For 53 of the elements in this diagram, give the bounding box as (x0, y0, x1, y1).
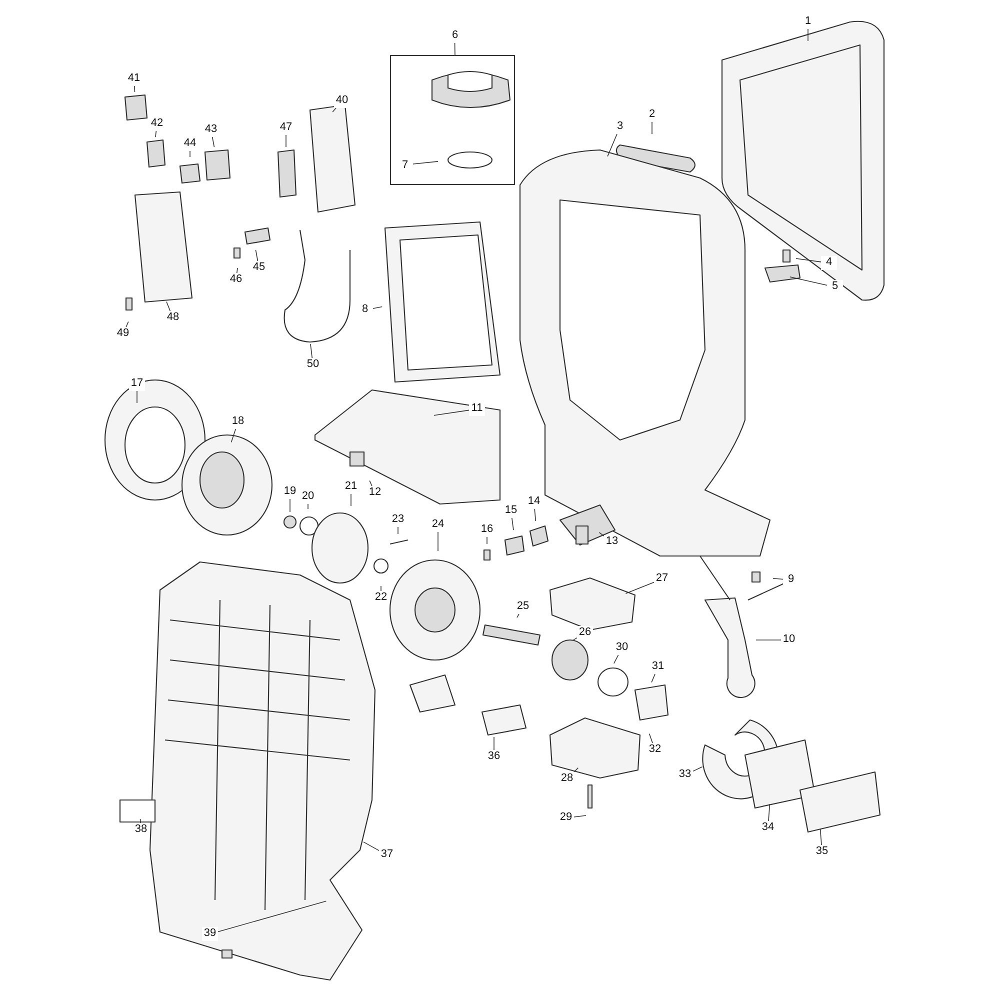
leader-line (136, 390, 138, 404)
leader-line (651, 674, 656, 683)
leader-line (126, 321, 129, 328)
leader-line (534, 508, 536, 522)
leader-line (692, 766, 703, 772)
callout-number: 43 (203, 123, 219, 137)
callout-number: 4 (821, 256, 837, 270)
leader-line (166, 301, 171, 312)
callout-number: 18 (230, 415, 246, 429)
leader-line (218, 900, 327, 932)
leader-line (607, 134, 618, 157)
leader-line (486, 536, 488, 544)
leader-line (363, 842, 380, 851)
leader-line (820, 828, 822, 846)
leader-line (372, 306, 382, 309)
callout-number: 31 (650, 660, 666, 674)
leader-line (516, 614, 520, 618)
leader-line (134, 86, 136, 92)
leader-line (369, 480, 372, 486)
leader-line (255, 250, 258, 262)
leader-line (790, 276, 828, 286)
leader-line (236, 268, 238, 274)
leader-line (380, 586, 382, 592)
leader-line (768, 804, 770, 822)
callout-number: 11 (469, 402, 485, 416)
leader-line (613, 654, 619, 664)
callout-number: 17 (129, 377, 145, 391)
callout-number: 25 (515, 600, 531, 614)
leader-line (772, 578, 784, 580)
leader-line (332, 108, 336, 112)
leader-line (212, 136, 215, 148)
leader-line (598, 532, 604, 536)
leader-line (140, 818, 141, 824)
part-frame (390, 55, 515, 185)
leader-line (574, 767, 579, 772)
leader-line (573, 637, 578, 640)
leader-line (412, 161, 438, 165)
leader-line (796, 258, 822, 262)
leader-line (625, 582, 654, 594)
leader-line (454, 42, 456, 56)
callout-number: 39 (202, 927, 218, 941)
leader-line (230, 428, 236, 443)
callout-number: 27 (654, 572, 670, 586)
callout-number: 30 (614, 641, 630, 655)
leader-line (512, 518, 514, 530)
leader-line (574, 815, 586, 818)
leader-line (434, 410, 470, 416)
leader-line (155, 130, 157, 138)
callout-number: 26 (577, 626, 593, 640)
callout-number: 40 (334, 94, 350, 108)
leader-line (648, 733, 653, 744)
leader-line (310, 344, 313, 358)
leader-line (350, 494, 352, 506)
